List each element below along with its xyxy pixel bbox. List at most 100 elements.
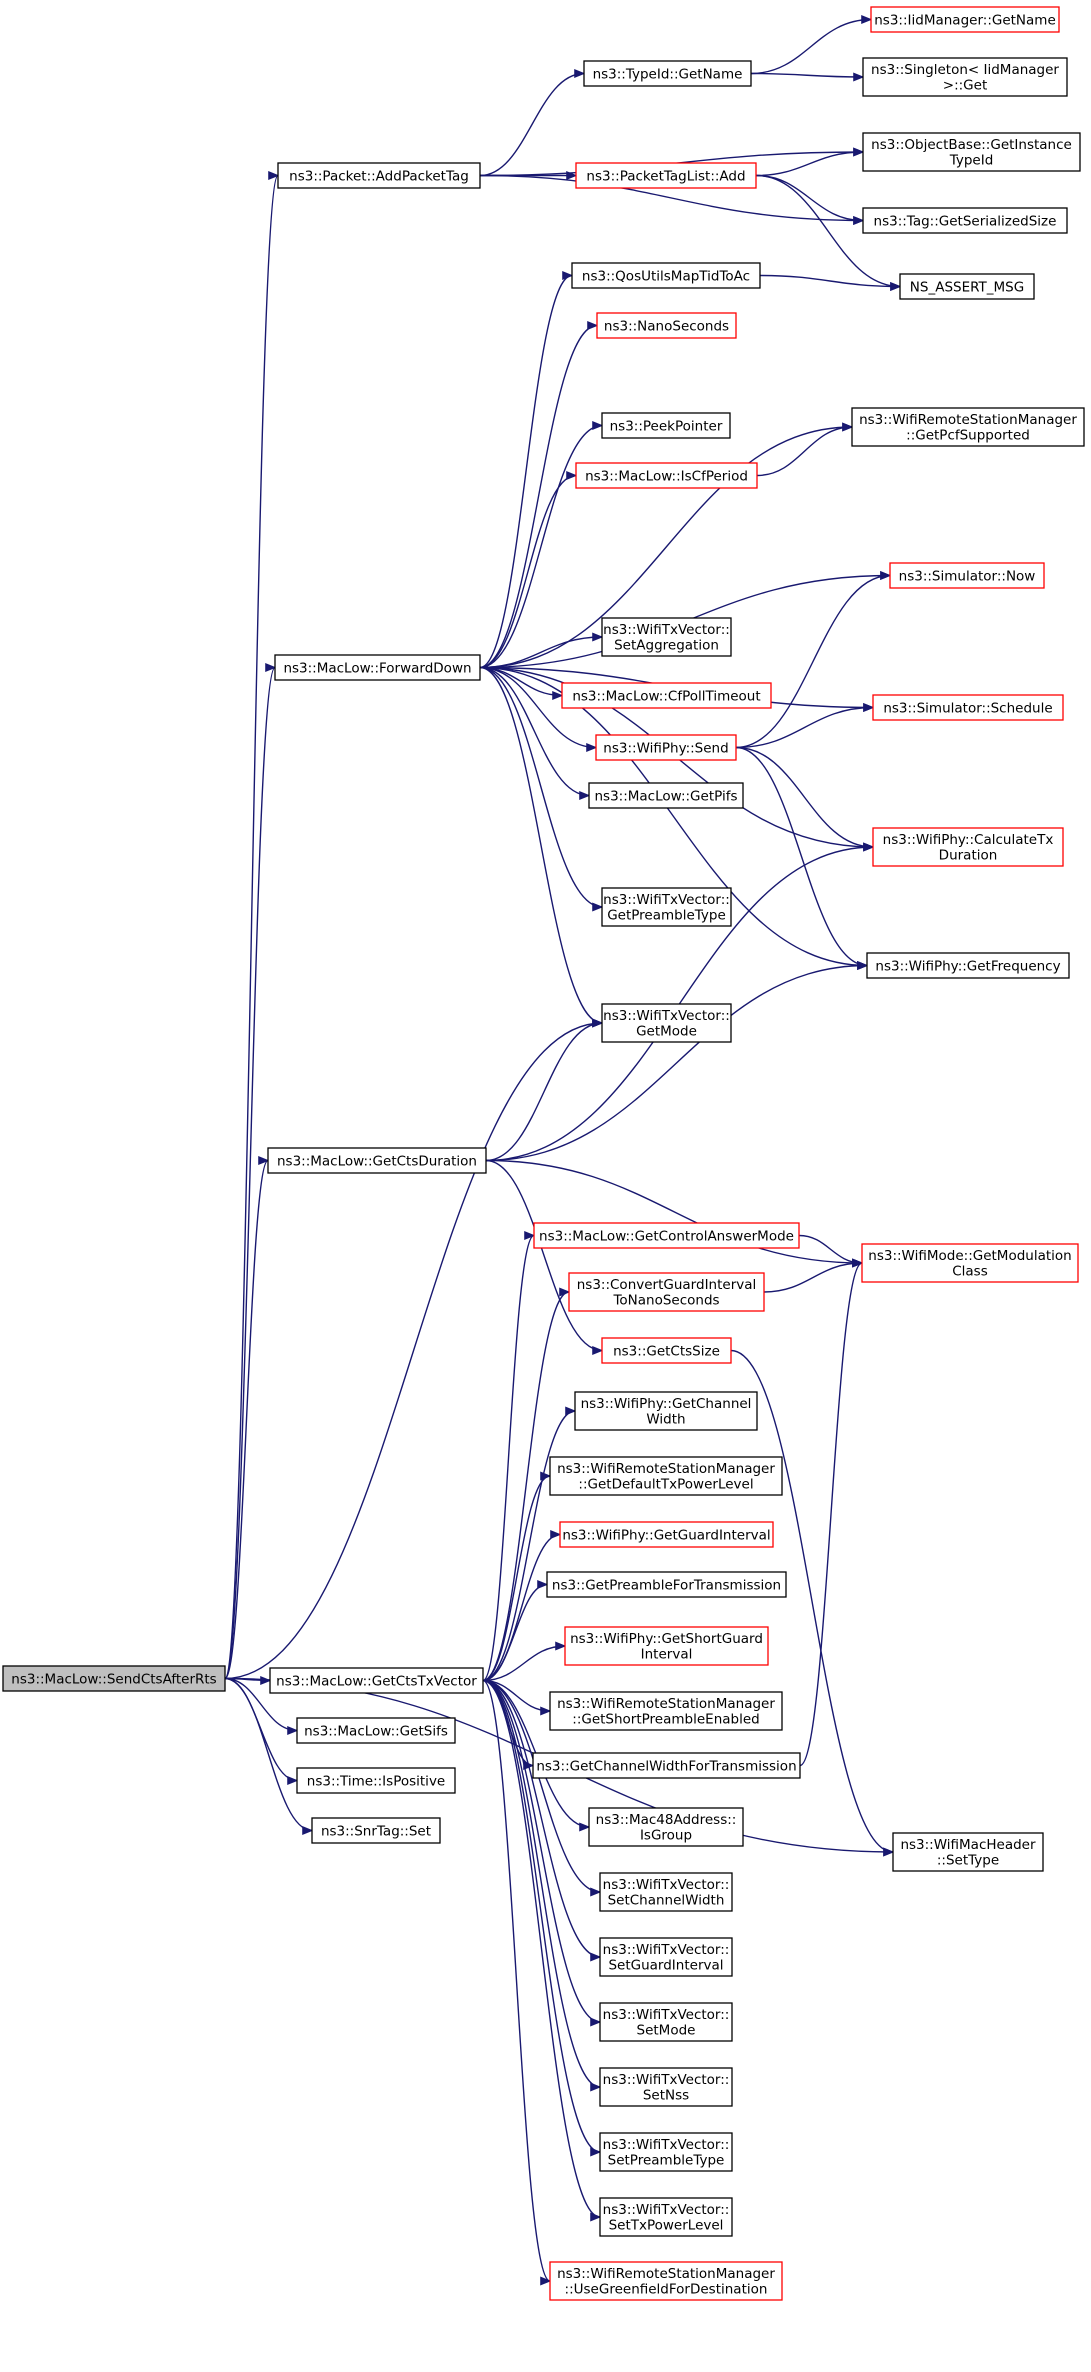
function-node-getPreambleType[interactable]: ns3::WifiTxVector::GetPreambleType xyxy=(601,887,732,927)
call-edge xyxy=(479,324,598,669)
edge-arrowhead xyxy=(853,147,865,157)
function-node-setPreambleType[interactable]: ns3::WifiTxVector::SetPreambleType xyxy=(599,2132,733,2172)
function-node-getMode[interactable]: ns3::WifiTxVector::GetMode xyxy=(601,1003,732,1043)
function-node-getDefTxPower[interactable]: ns3::WifiRemoteStationManager::GetDefaul… xyxy=(549,1456,783,1496)
edge-arrowhead xyxy=(590,1952,602,1962)
function-node-iidGetName[interactable]: ns3::IidManager::GetName xyxy=(870,6,1060,33)
function-node-useGreenfield[interactable]: ns3::WifiRemoteStationManager::UseGreenf… xyxy=(549,2261,783,2301)
call-edge xyxy=(759,274,901,288)
edge-arrowhead xyxy=(258,1156,270,1165)
function-node-tagGetSize[interactable]: ns3::Tag::GetSerializedSize xyxy=(862,207,1068,234)
function-node-setNss[interactable]: ns3::WifiTxVector::SetNss xyxy=(599,2067,733,2107)
function-node-typeIdGetName[interactable]: ns3::TypeId::GetName xyxy=(583,60,752,87)
function-node-getCtsSize[interactable]: ns3::GetCtsSize xyxy=(601,1337,732,1364)
node-label: SetChannelWidth xyxy=(608,1893,725,1909)
function-node-getChanWidthTx[interactable]: ns3::GetChannelWidthForTransmission xyxy=(532,1752,801,1779)
node-box xyxy=(583,60,752,87)
function-node-tagListAdd[interactable]: ns3::PacketTagList::Add xyxy=(575,162,757,189)
call-graph-nodes: ns3::MacLow::SendCtsAfterRts ns3::Packet:… xyxy=(2,6,1085,2301)
function-node-getPreambleForTx[interactable]: ns3::GetPreambleForTransmission xyxy=(546,1571,787,1598)
function-node-addPacketTag[interactable]: ns3::Packet::AddPacketTag xyxy=(277,162,481,189)
function-node-getShortPreamble[interactable]: ns3::WifiRemoteStationManager::GetShortP… xyxy=(549,1691,783,1731)
function-node-getGuardInterval[interactable]: ns3::WifiPhy::GetGuardInterval xyxy=(559,1521,774,1548)
function-node-getCtsTxVector[interactable]: ns3::MacLow::GetCtsTxVector xyxy=(269,1667,484,1694)
edge-arrowhead xyxy=(842,422,854,432)
node-box xyxy=(870,6,1060,33)
function-node-cfPollTimeout[interactable]: ns3::MacLow::CfPollTimeout xyxy=(561,682,772,709)
function-node-peekPointer[interactable]: ns3::PeekPointer xyxy=(601,412,731,439)
function-node-setGuard[interactable]: ns3::WifiTxVector::SetGuardInterval xyxy=(599,1937,733,1977)
function-node-getChanWidth[interactable]: ns3::WifiPhy::GetChannelWidth xyxy=(574,1391,758,1431)
edge-arrowhead xyxy=(287,1726,299,1735)
node-label: ns3::MacLow::IsCfPeriod xyxy=(585,468,748,484)
node-label: ns3::MacLow::SendCtsAfterRts xyxy=(11,1671,216,1687)
node-label: TypeId xyxy=(949,153,994,169)
node-label: GetMode xyxy=(636,1024,697,1040)
node-box xyxy=(546,1571,787,1598)
call-edge xyxy=(479,274,573,669)
node-label: ns3::WifiPhy::GetChannel xyxy=(581,1396,752,1412)
call-edge xyxy=(224,1022,603,1680)
edge-arrowhead xyxy=(565,1406,577,1416)
node-box xyxy=(575,462,758,489)
edge-arrowhead xyxy=(555,1641,567,1651)
node-box xyxy=(601,412,731,439)
node-label: ns3::WifiMode::GetModulation xyxy=(868,1248,1071,1264)
node-label: ToNanoSeconds xyxy=(612,1293,719,1309)
edge-arrowhead xyxy=(552,691,564,700)
function-node-getCtrlAnsMode[interactable]: ns3::MacLow::GetControlAnswerMode xyxy=(533,1222,800,1249)
function-node-setMode[interactable]: ns3::WifiTxVector::SetMode xyxy=(599,2002,733,2042)
node-box xyxy=(872,694,1064,721)
function-node-simSchedule[interactable]: ns3::Simulator::Schedule xyxy=(872,694,1064,721)
function-node-timeIsPositive[interactable]: ns3::Time::IsPositive xyxy=(296,1767,456,1794)
function-node-wifiPhySend[interactable]: ns3::WifiPhy::Send xyxy=(595,734,737,761)
edge-arrowhead xyxy=(880,571,892,580)
function-node-simNow[interactable]: ns3::Simulator::Now xyxy=(889,562,1045,589)
function-node-setType[interactable]: ns3::WifiMacHeader::SetType xyxy=(892,1832,1044,1872)
function-node-getPcf[interactable]: ns3::WifiRemoteStationManager::GetPcfSup… xyxy=(851,407,1085,447)
call-edge xyxy=(479,666,597,749)
function-node-setTxPower[interactable]: ns3::WifiTxVector::SetTxPowerLevel xyxy=(599,2197,733,2237)
function-node-nsAssert[interactable]: NS_ASSERT_MSG xyxy=(899,273,1035,300)
node-box xyxy=(575,162,757,189)
function-node-getCtsDuration[interactable]: ns3::MacLow::GetCtsDuration xyxy=(267,1147,487,1174)
node-box xyxy=(866,952,1070,979)
node-label: ns3::Simulator::Now xyxy=(899,568,1036,584)
call-edge xyxy=(485,1022,603,1162)
function-node-nanoSeconds[interactable]: ns3::NanoSeconds xyxy=(596,312,737,339)
node-label: ns3::MacLow::GetCtsTxVector xyxy=(276,1673,477,1689)
call-edge xyxy=(479,72,585,177)
node-label: ns3::MacLow::GetPifs xyxy=(594,788,737,804)
node-box xyxy=(549,1456,783,1496)
node-label: ns3::TypeId::GetName xyxy=(593,66,743,82)
call-edge xyxy=(735,746,868,967)
function-node-forwardDown[interactable]: ns3::MacLow::ForwardDown xyxy=(274,654,481,681)
function-node-isCfPeriod[interactable]: ns3::MacLow::IsCfPeriod xyxy=(575,462,758,489)
edge-arrowhead xyxy=(590,2212,602,2222)
function-node-setAggregation[interactable]: ns3::WifiTxVector::SetAggregation xyxy=(601,617,732,657)
node-label: ns3::MacLow::GetControlAnswerMode xyxy=(539,1228,794,1244)
edge-arrowhead xyxy=(592,421,604,430)
function-node-qosMap[interactable]: ns3::QosUtilsMapTidToAc xyxy=(571,262,761,289)
edge-arrowhead xyxy=(579,1822,591,1832)
node-label: ::GetDefaultTxPowerLevel xyxy=(578,1477,753,1493)
function-node-getFrequency[interactable]: ns3::WifiPhy::GetFrequency xyxy=(866,952,1070,979)
node-box xyxy=(549,2261,783,2301)
function-node-getSifs[interactable]: ns3::MacLow::GetSifs xyxy=(296,1717,456,1744)
function-node-snrTagSet[interactable]: ns3::SnrTag::Set xyxy=(311,1817,441,1844)
node-label: ns3::Simulator::Schedule xyxy=(883,700,1052,716)
function-node-setChanWidth[interactable]: ns3::WifiTxVector::SetChannelWidth xyxy=(599,1872,733,1912)
function-node-getPifs[interactable]: ns3::MacLow::GetPifs xyxy=(588,782,744,809)
node-label: SetPreambleType xyxy=(608,2153,725,2169)
node-label: ns3::GetCtsSize xyxy=(613,1343,720,1359)
node-box xyxy=(571,262,761,289)
function-node-singletonGet[interactable]: ns3::Singleton< IidManager>::Get xyxy=(862,57,1068,97)
function-node-isGroup[interactable]: ns3::Mac48Address::IsGroup xyxy=(588,1807,744,1847)
call-edge xyxy=(763,1262,863,1293)
node-label: ns3::Packet::AddPacketTag xyxy=(289,168,469,184)
